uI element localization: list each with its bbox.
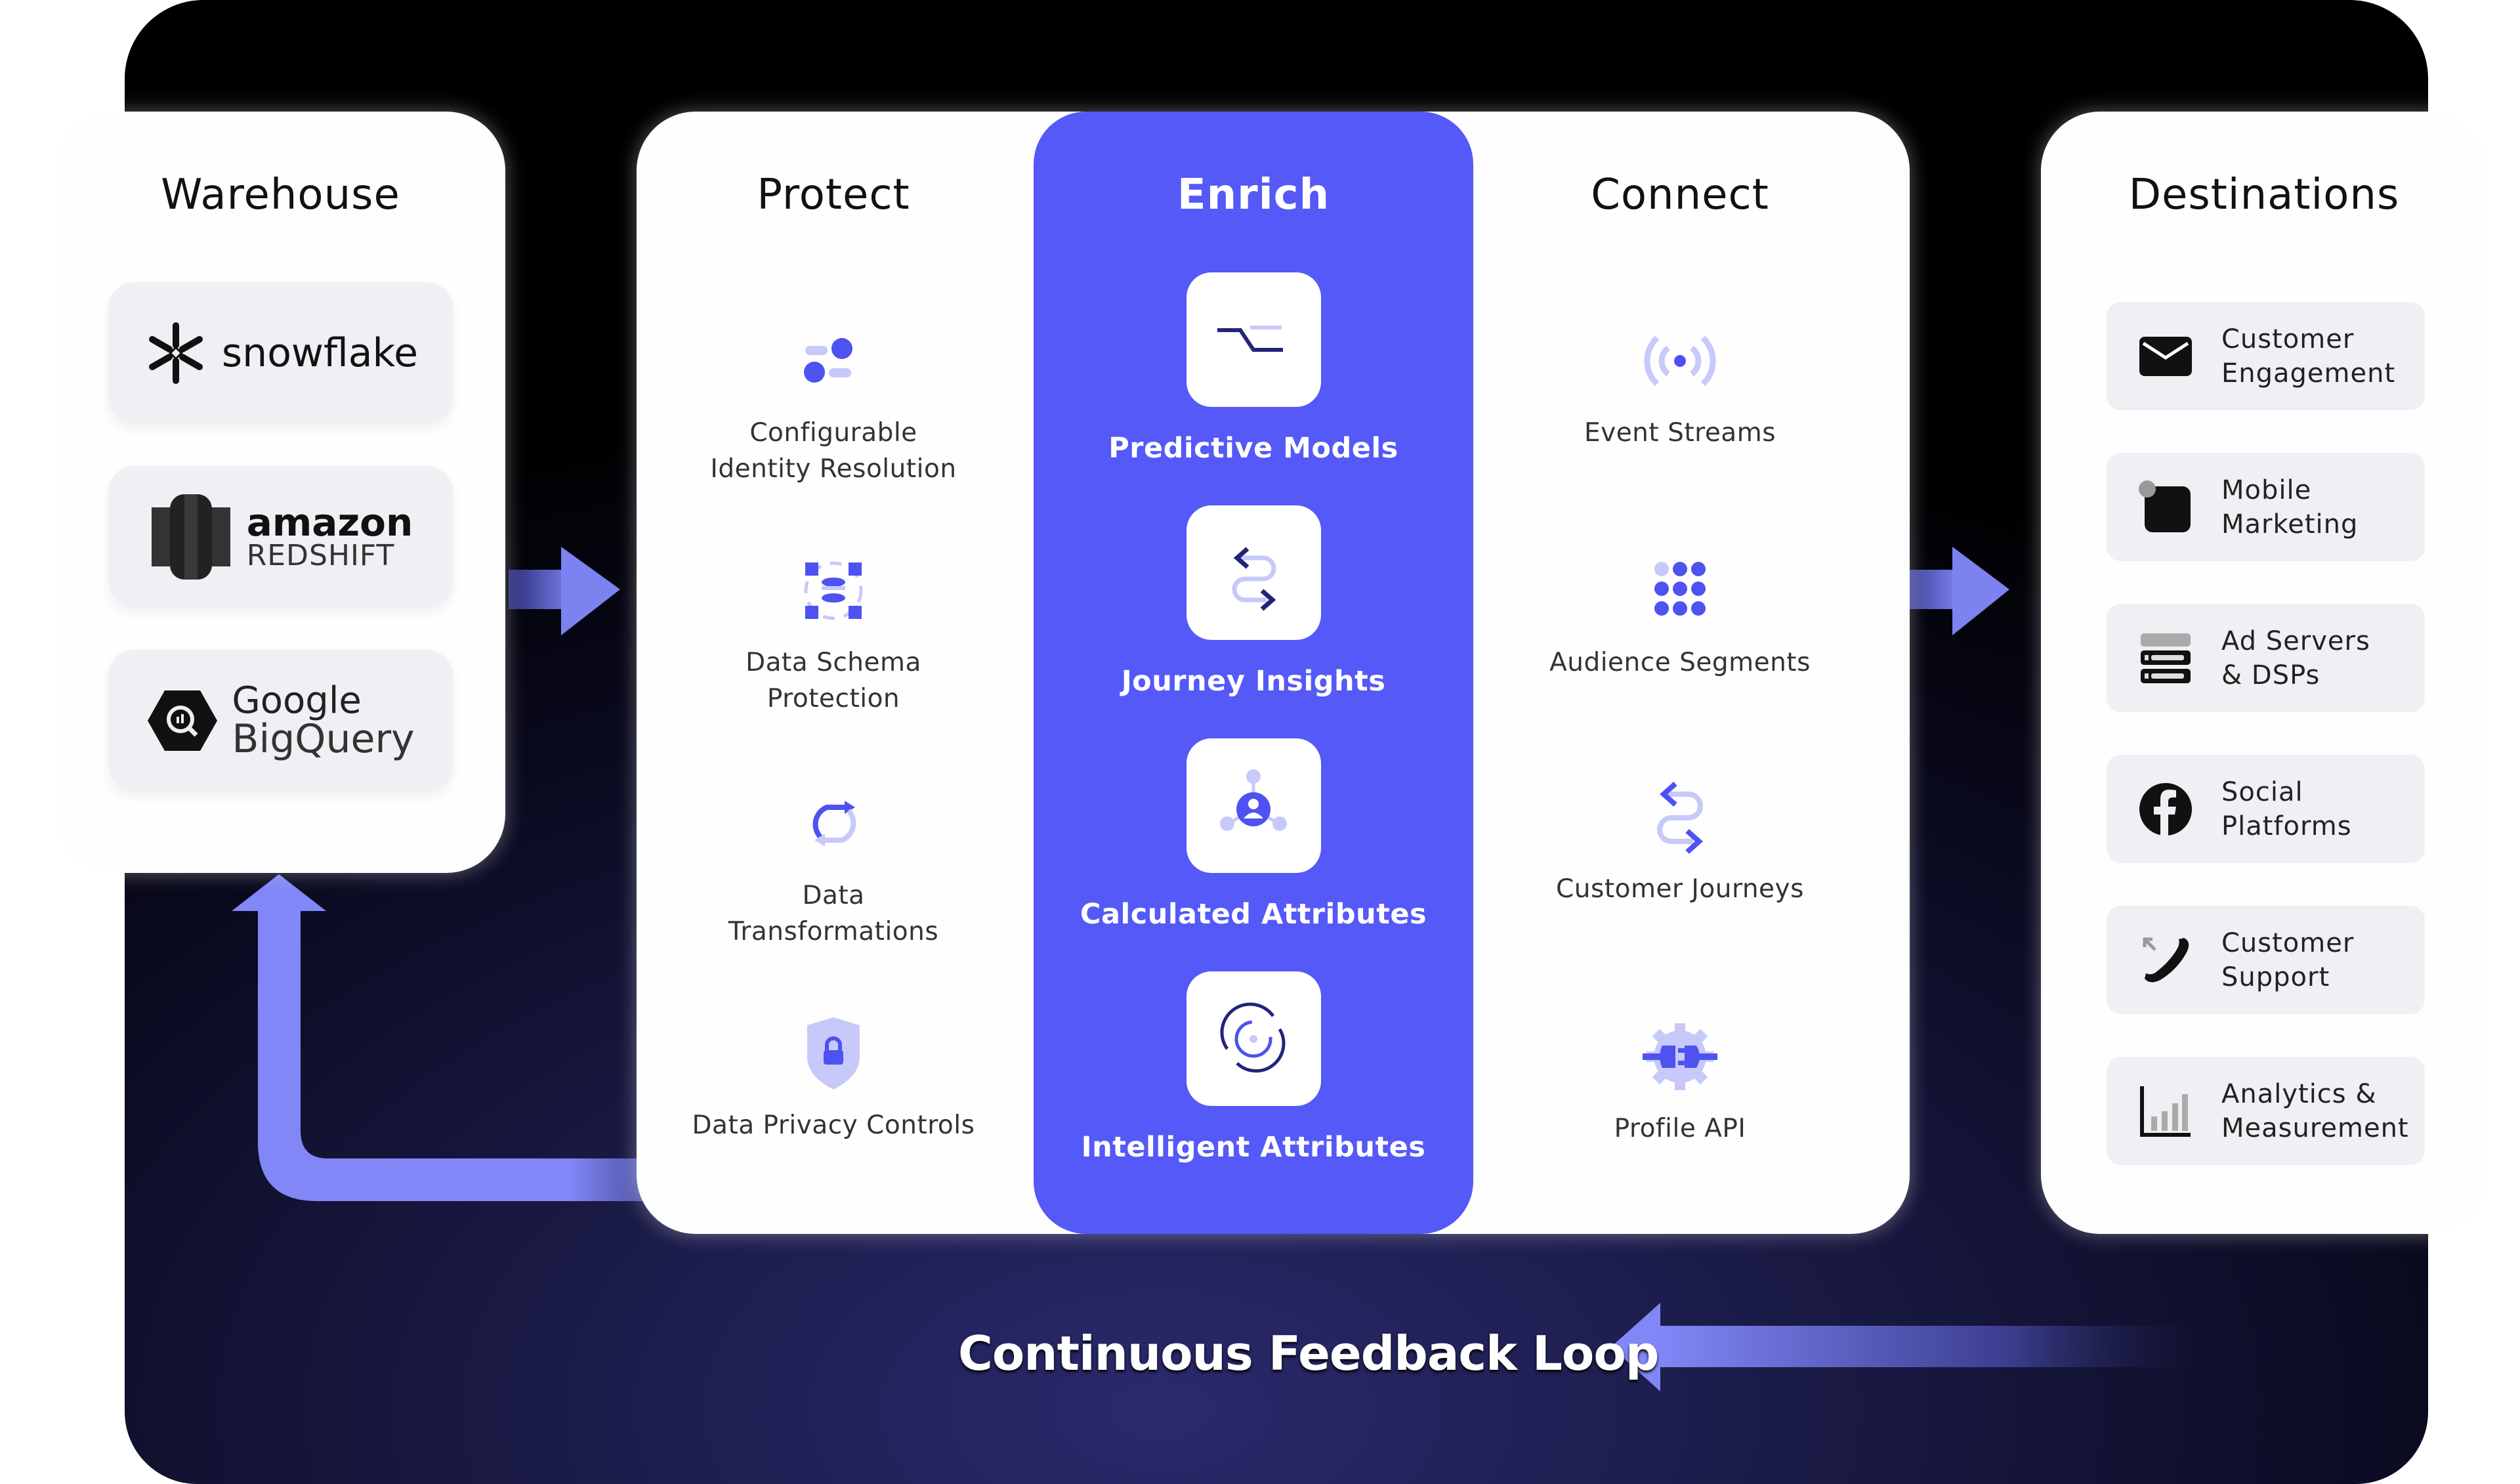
broadcast-icon <box>1644 335 1716 387</box>
connect-title: Connect <box>1591 171 1769 219</box>
connect-item-audience-segments[interactable]: Audience Segments <box>1516 548 1844 681</box>
feature-label: Data Privacy Controls <box>692 1111 975 1140</box>
redshift-icon <box>151 494 230 580</box>
arrow-right-icon <box>1893 547 2009 635</box>
bigquery-icon <box>148 690 218 751</box>
destination-label: Analytics & Measurement <box>2221 1078 2409 1143</box>
server-stack-icon <box>2141 633 2191 683</box>
bigquery-logo-card[interactable]: Google BigQuery <box>108 650 453 791</box>
protect-item-data-transformations[interactable]: Data Transformations <box>669 781 998 950</box>
mobile-notification-icon <box>2139 480 2191 532</box>
phone-icon <box>2143 937 2189 983</box>
bar-chart-icon <box>2140 1086 2191 1137</box>
predictive-line-icon <box>1217 325 1283 352</box>
shield-lock-icon <box>807 1017 860 1090</box>
enrich-item-journey-insights[interactable]: Journey Insights <box>1034 505 1473 698</box>
orbit-icon <box>1220 1002 1286 1072</box>
calculated-tile <box>1186 738 1321 873</box>
snowflake-logo-card[interactable]: snowflake <box>108 282 453 423</box>
destination-customer-engagement[interactable]: Customer Engagement <box>2107 302 2425 410</box>
redshift-logo-line2: REDSHIFT <box>246 538 395 572</box>
destination-customer-support[interactable]: Customer Support <box>2107 906 2425 1014</box>
redshift-logo-card[interactable]: amazon REDSHIFT <box>108 466 453 607</box>
predictive-tile <box>1186 272 1321 407</box>
connect-item-customer-journeys[interactable]: Customer Journeys <box>1516 774 1844 908</box>
snowflake-icon <box>148 322 203 384</box>
warehouse-title: Warehouse <box>161 171 400 219</box>
protect-item-identity-resolution[interactable]: Configurable Identity Resolution <box>669 318 998 487</box>
protect-title: Protect <box>757 171 910 219</box>
enrich-item-calculated-attributes[interactable]: Calculated Attributes <box>1034 738 1473 931</box>
destination-label: Customer Support <box>2221 927 2355 992</box>
destination-analytics[interactable]: Analytics & Measurement <box>2107 1057 2425 1165</box>
protect-item-privacy-controls[interactable]: Data Privacy Controls <box>669 1011 998 1144</box>
destinations-title: Destinations <box>2128 171 2400 219</box>
protect-item-schema-protection[interactable]: Data Schema Protection <box>669 548 998 717</box>
facebook-icon <box>2139 782 2192 836</box>
feature-label: Data Schema Protection <box>746 648 921 713</box>
feedback-loop-label: Continuous Feedback Loop <box>958 1326 1659 1381</box>
envelope-icon <box>2139 336 2192 376</box>
bigquery-logo-line2: BigQuery <box>232 715 415 762</box>
user-network-icon <box>1220 769 1287 831</box>
snowflake-logo-text: snowflake <box>221 329 419 376</box>
enrich-label: Predictive Models <box>1108 432 1398 465</box>
enrich-title: Enrich <box>1177 171 1330 219</box>
destination-label: Ad Servers & DSPs <box>2221 625 2370 690</box>
enrich-item-intelligent-attributes[interactable]: Intelligent Attributes <box>1034 971 1473 1164</box>
journey-arrows-icon <box>1657 782 1704 854</box>
plug-gear-icon <box>1643 1023 1717 1090</box>
destination-mobile-marketing[interactable]: Mobile Marketing <box>2107 453 2425 561</box>
journey-arrows-icon <box>1232 546 1276 611</box>
destination-label: Mobile Marketing <box>2221 475 2359 540</box>
arrow-right-icon <box>509 547 620 635</box>
feature-label: Configurable Identity Resolution <box>710 418 957 484</box>
redshift-logo-line1: amazon <box>246 499 413 545</box>
dot-grid-icon <box>1654 562 1706 616</box>
identity-toggle-icon <box>804 338 852 383</box>
enrich-label: Intelligent Attributes <box>1081 1131 1426 1164</box>
connect-item-profile-api[interactable]: Profile API <box>1516 1014 1844 1147</box>
bigquery-logo-line1: Google <box>232 679 362 722</box>
enrich-label: Calculated Attributes <box>1080 898 1427 931</box>
destination-label: Social Platforms <box>2221 776 2352 841</box>
enrich-item-predictive-models[interactable]: Predictive Models <box>1034 272 1473 465</box>
feature-label: Audience Segments <box>1549 648 1811 677</box>
arrow-left-icon <box>1611 1303 2202 1391</box>
database-schema-icon <box>804 561 863 620</box>
destination-social-platforms[interactable]: Social Platforms <box>2107 755 2425 863</box>
feature-label: Profile API <box>1614 1114 1746 1143</box>
intelligent-tile <box>1186 971 1321 1106</box>
enrich-label: Journey Insights <box>1121 665 1386 698</box>
connect-item-event-streams[interactable]: Event Streams <box>1516 318 1844 452</box>
destination-label: Customer Engagement <box>2221 324 2396 389</box>
destination-ad-servers[interactable]: Ad Servers & DSPs <box>2107 604 2425 712</box>
journey-tile <box>1186 505 1321 640</box>
feature-label: Customer Journeys <box>1556 874 1804 904</box>
refresh-cycle-icon <box>812 801 856 847</box>
feature-label: Event Streams <box>1584 418 1776 448</box>
feature-label: Data Transformations <box>728 881 939 946</box>
